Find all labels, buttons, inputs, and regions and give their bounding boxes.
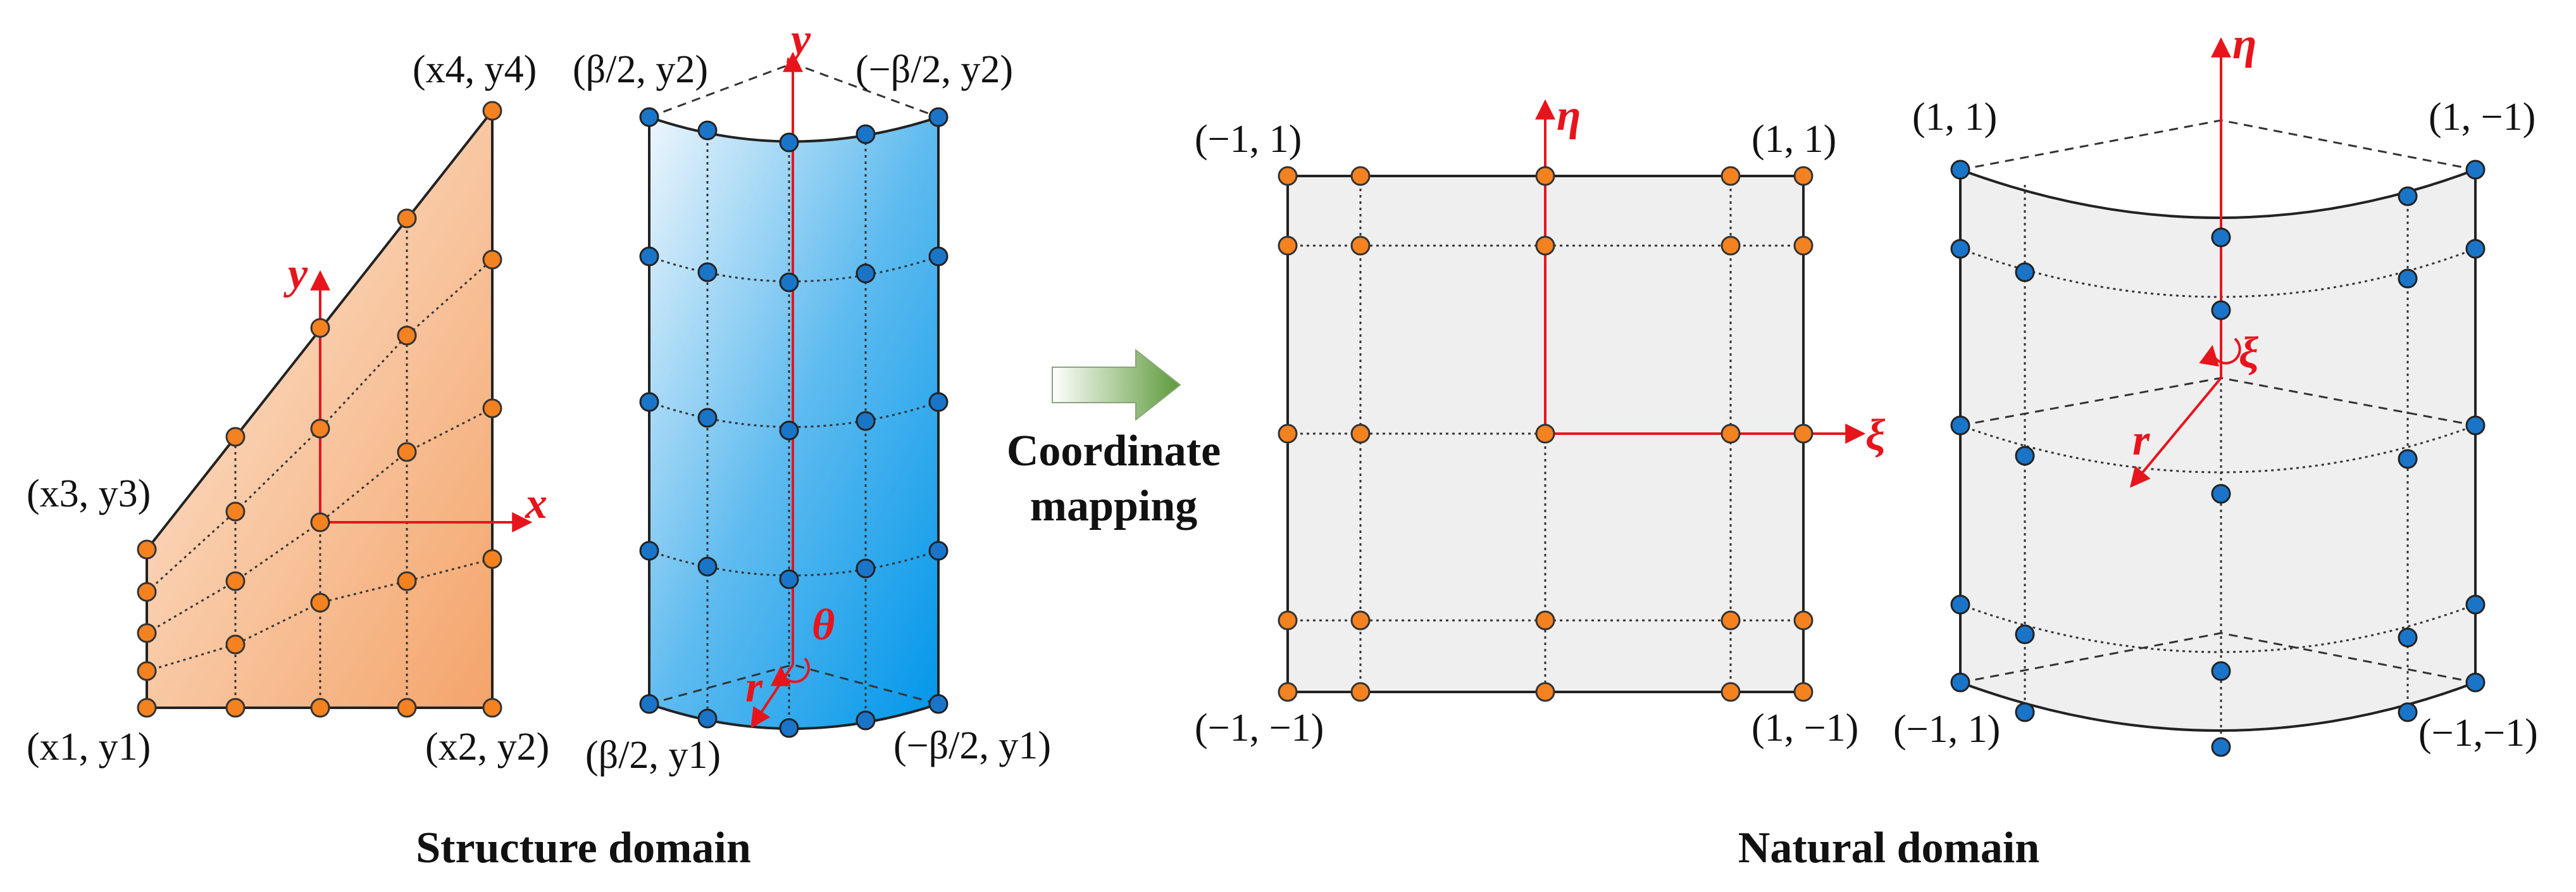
trapezoid-element: x y (x4, y4) (x3, y3) (x1, y1) (x2, y2) [27, 48, 549, 769]
cylinder-y-label: y [787, 15, 811, 64]
natural-square-grid [1288, 176, 1803, 692]
cylinder-theta-label: θ [812, 601, 835, 650]
label-1-m1: (1, −1) [1752, 707, 1858, 750]
label-x2-y2: (x2, y2) [425, 726, 549, 769]
shell-xi-arc [2199, 337, 2241, 367]
eta-axis-label: η [1557, 91, 1581, 140]
label-m1-1: (−1, 1) [1195, 118, 1302, 161]
shell-r-axis [2129, 377, 2222, 488]
mapping-arrow-shape [1052, 348, 1181, 422]
shell-label-bottom-left: (−1, 1) [1893, 708, 2000, 751]
structure-domain-caption: Structure domain [416, 824, 751, 872]
trapezoid-nodes [137, 101, 502, 718]
natural-square-element: η ξ (−1, 1) (1, 1) (−1, −1) (1, −1) [1195, 91, 1886, 750]
natural-shell-axes [2129, 37, 2241, 488]
mapping-text-line1: Coordinate [1007, 427, 1221, 475]
trapezoid-axes [310, 270, 533, 532]
shell-eta-label: η [2232, 20, 2256, 68]
cylinder-nodes [639, 107, 949, 738]
shell-r-label: r [2132, 416, 2150, 465]
label-beta-y2-left: (β/2, y2) [573, 48, 708, 91]
label-1-1: (1, 1) [1752, 118, 1836, 161]
label-x3-y3: (x3, y3) [27, 472, 151, 515]
label-x4-y4: (x4, y4) [413, 48, 537, 91]
natural-shell-element: η ξ r (1, 1) (1, −1) (−1, 1) (−1,−1) [1893, 20, 2538, 757]
label-beta-y1-right: (−β/2, y1) [893, 724, 1051, 767]
y-axis-label: y [283, 249, 308, 298]
shell-label-top-right: (1, −1) [2429, 96, 2536, 139]
shell-label-bottom-right: (−1,−1) [2418, 712, 2538, 755]
xi-axis-label: ξ [1865, 411, 1886, 460]
cylinder-axes [750, 51, 810, 729]
mapping-arrow: Coordinate mapping [1007, 348, 1221, 531]
shell-xi-label: ξ [2239, 329, 2259, 377]
label-beta-y1-left: (β/2, y1) [585, 734, 721, 777]
natural-shell-nodes [1950, 160, 2486, 757]
shell-label-top-left: (1, 1) [1912, 96, 1997, 139]
mapping-text-line2: mapping [1030, 482, 1198, 531]
label-x1-y1: (x1, y1) [27, 726, 151, 769]
natural-square-nodes [1278, 166, 1814, 702]
label-beta-y2-right: (−β/2, y2) [856, 48, 1013, 91]
cylinder-r-label: r [745, 663, 763, 712]
natural-domain-caption: Natural domain [1738, 824, 2039, 872]
cylinder-theta-arc [770, 657, 810, 686]
label-m1-m1: (−1, −1) [1195, 707, 1324, 750]
x-axis-label: x [525, 479, 547, 528]
cylinder-element: y θ r (β/2, y2) (−β/2, y2) (β/2, y1) (−β… [573, 15, 1051, 777]
